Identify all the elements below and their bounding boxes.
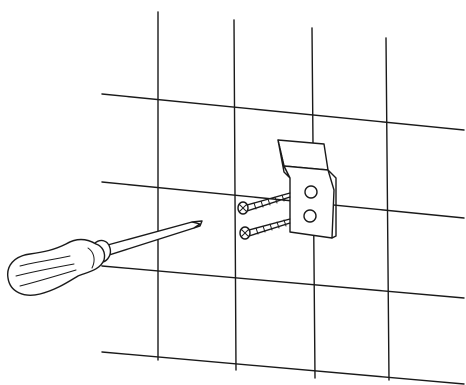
screwdriver-shaft bbox=[103, 221, 201, 257]
screws bbox=[237, 192, 291, 240]
bracket-hole bbox=[303, 209, 317, 223]
screw bbox=[237, 192, 291, 215]
grid-vertical-line bbox=[385, 37, 390, 381]
bracket-hole bbox=[304, 185, 318, 199]
wall-bracket bbox=[277, 139, 337, 239]
bracket-edge bbox=[327, 169, 337, 239]
grid-horizontal-line bbox=[101, 93, 465, 131]
screwdriver-icon bbox=[7, 220, 203, 296]
bracket-plate bbox=[283, 165, 335, 239]
grid-horizontal-line bbox=[101, 265, 465, 299]
screw bbox=[239, 218, 291, 240]
grid-horizontal-line bbox=[101, 351, 465, 385]
